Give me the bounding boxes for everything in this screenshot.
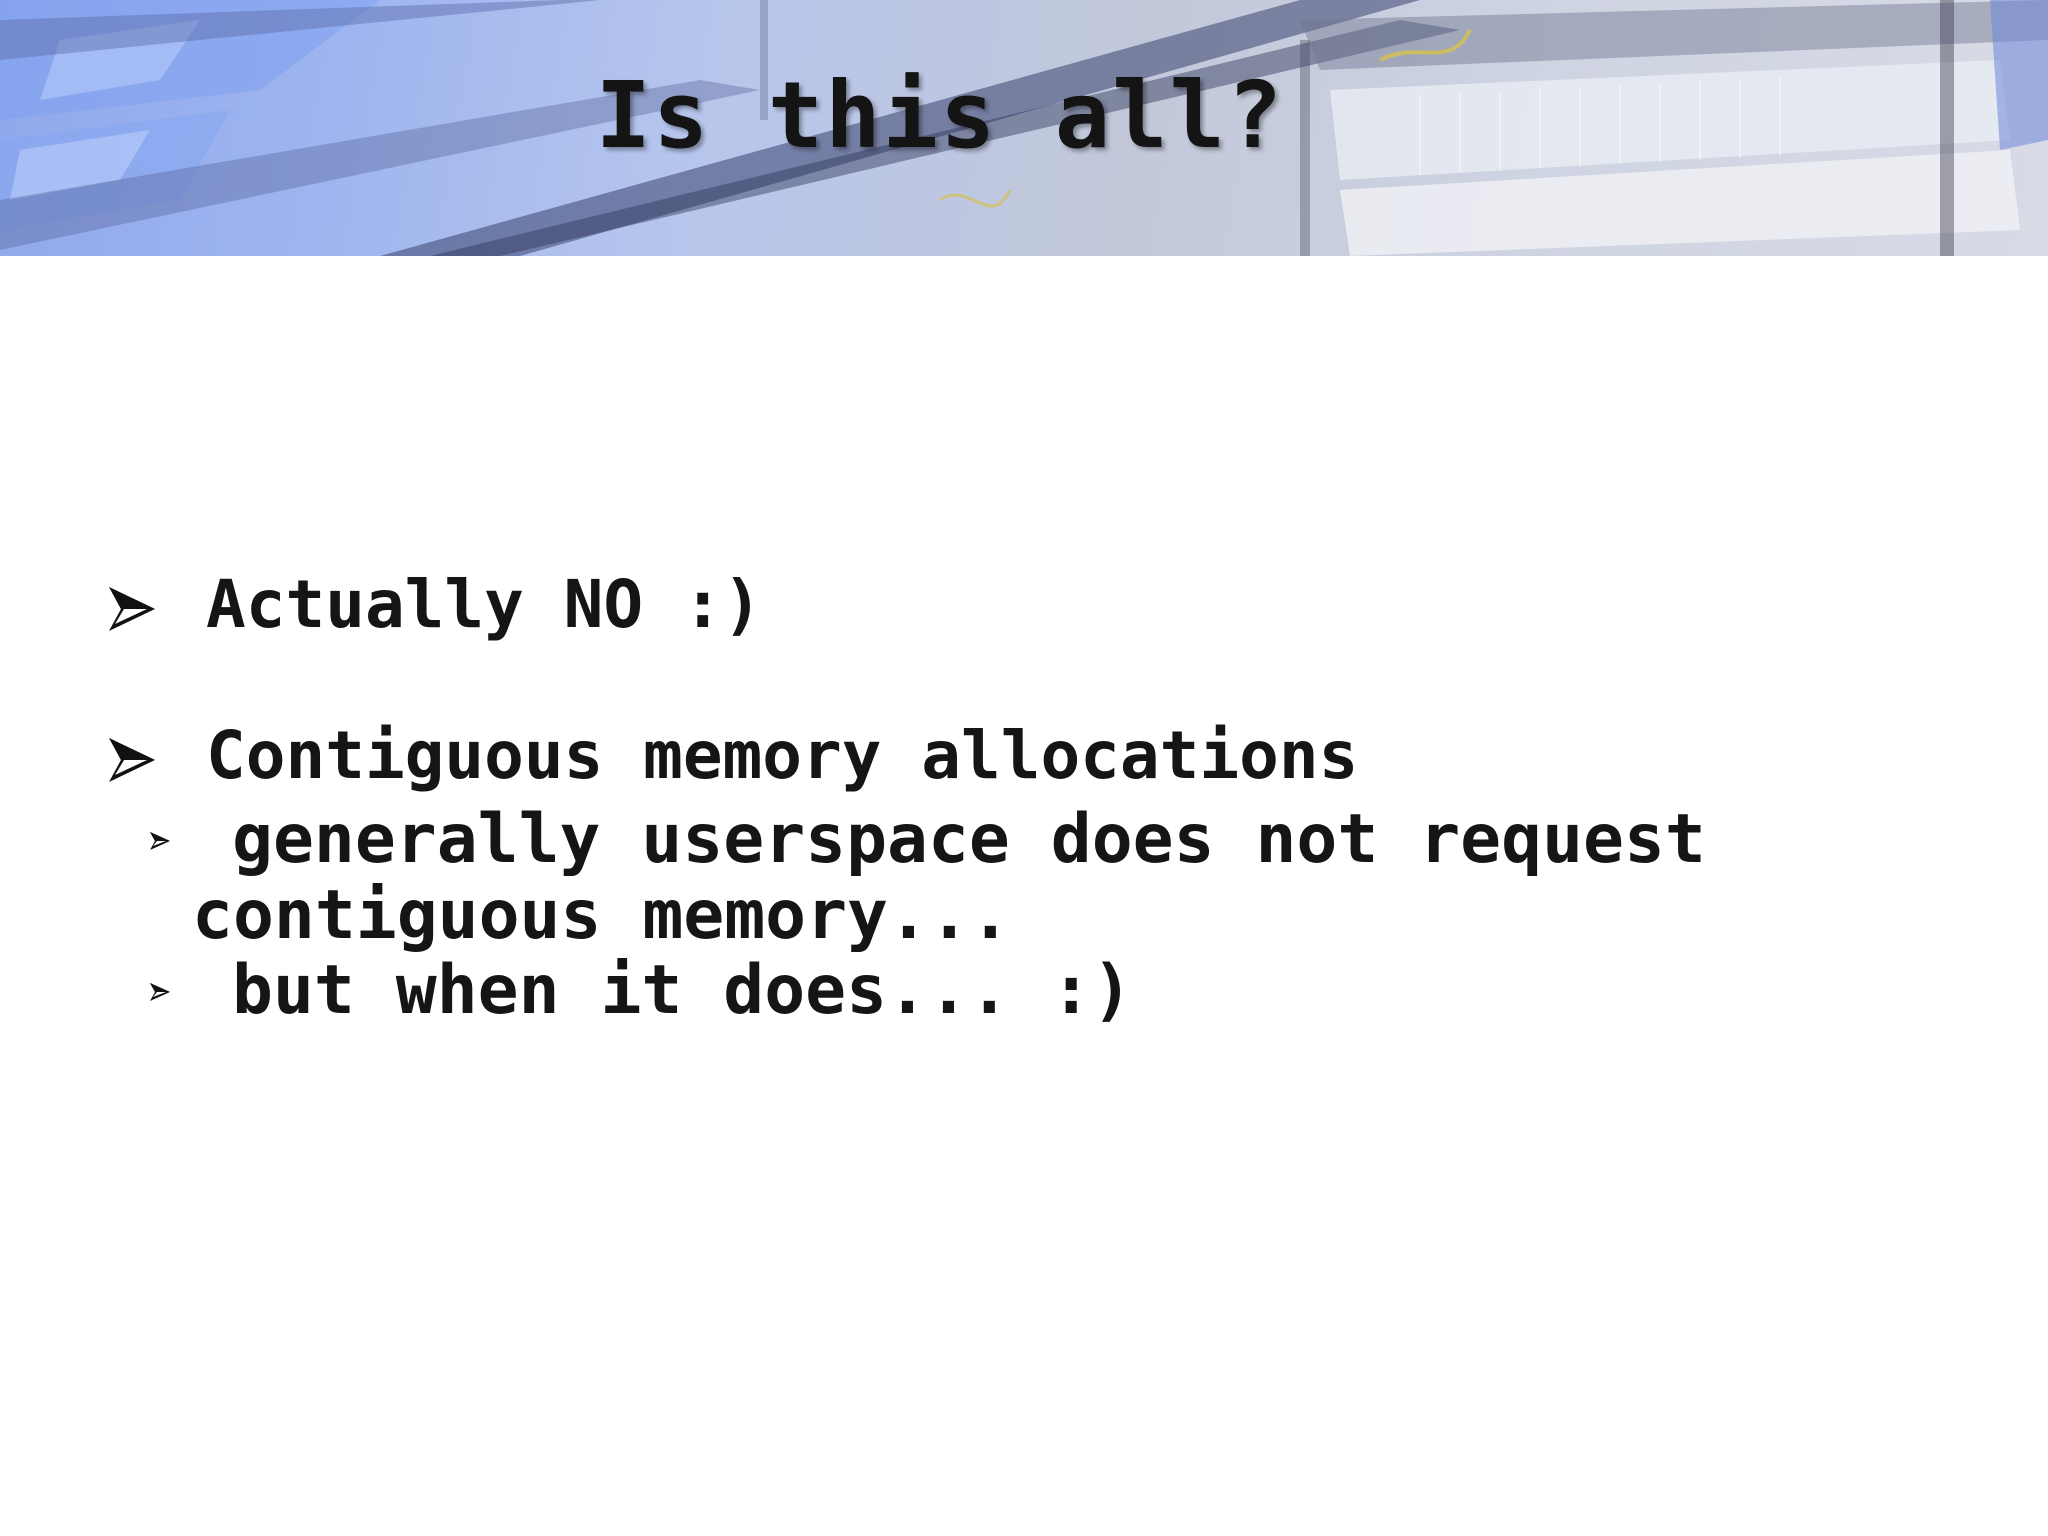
slide-title: Is this all?	[595, 62, 1285, 169]
server-rack-photo	[0, 0, 2048, 256]
bullet-text: Actually NO :)	[206, 566, 763, 643]
sub-bullet-text-line-1: generally userspace does not request	[232, 800, 1706, 879]
sub-bullet-text: but when it does... :)	[232, 951, 1133, 1030]
sub-bullet-text-line-2: contiguous memory...	[192, 876, 1011, 955]
arrowhead-bullet-icon	[109, 587, 155, 631]
arrowhead-bullet-icon	[109, 738, 155, 782]
header-banner: Is this all?	[0, 0, 2048, 256]
bullet-text: Contiguous memory allocations	[206, 717, 1359, 794]
small-arrowhead-bullet-icon	[150, 832, 170, 850]
small-arrowhead-bullet-icon	[150, 983, 170, 1001]
